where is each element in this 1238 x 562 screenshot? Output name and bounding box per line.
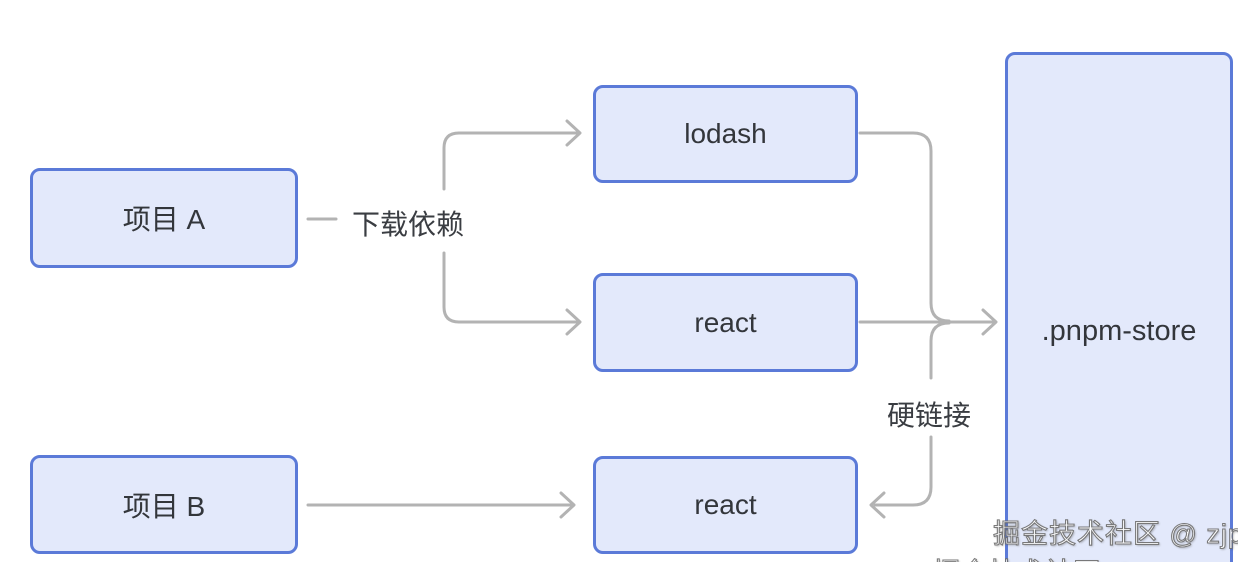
node-pnpm-store-label: .pnpm-store [1041, 315, 1197, 347]
node-react-a: react [593, 273, 858, 372]
edge-download-to-lodash [442, 131, 579, 191]
node-pnpm-store: .pnpm-store [1005, 52, 1233, 562]
node-lodash: lodash [593, 85, 858, 183]
arrowhead-into-store [981, 308, 998, 336]
arrowhead-into-react-a [565, 308, 582, 336]
node-react-b-label: react [694, 489, 757, 520]
watermark-text-partial: 掘金技术社区 @ zjp [932, 551, 1184, 562]
edge-label-download: 下载依赖 [352, 209, 465, 240]
edge-hardlink-to-react-b [873, 435, 933, 507]
edge-label-hardlink: 硬链接 [887, 400, 972, 431]
node-project-a-label: 项目 A [122, 204, 206, 235]
node-project-a: 项目 A [30, 168, 298, 268]
node-lodash-label: lodash [684, 118, 767, 149]
arrowhead-into-react-b [559, 491, 576, 519]
node-react-b: react [593, 456, 858, 554]
edge-download-to-react-a [442, 251, 579, 324]
node-react-a-label: react [694, 306, 757, 338]
watermark-text: 掘金技术社区 @ zjp [992, 518, 1238, 549]
arrowhead-into-react-b-left [869, 491, 886, 519]
node-project-b-label: 项目 B [122, 490, 206, 522]
edge-junction-to-hardlink-label [929, 321, 951, 380]
edge-lodash-to-junction [858, 131, 951, 323]
arrowhead-into-lodash [565, 119, 582, 147]
node-project-b: 项目 B [30, 455, 298, 554]
